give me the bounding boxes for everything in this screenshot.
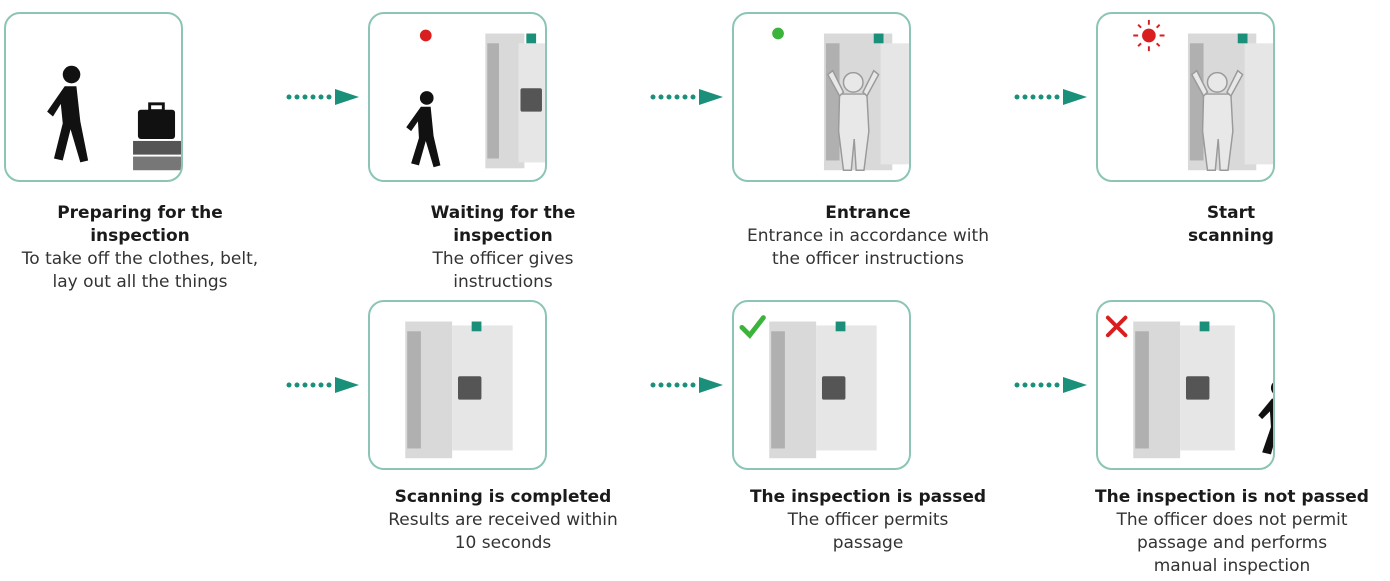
step-card-entrance xyxy=(732,12,911,182)
flow-arrow xyxy=(286,89,359,105)
step-caption-entrance: Entrance Entrance in accordance with the… xyxy=(723,202,1013,271)
step-title: The inspection is not passed xyxy=(1095,487,1369,507)
step-title: scanning xyxy=(1188,226,1274,246)
flow-arrow xyxy=(650,377,723,393)
flow-arrow xyxy=(1014,377,1087,393)
step-description: manual inspection xyxy=(1153,556,1311,576)
step-title: Scanning is completed xyxy=(394,487,612,507)
walking-person-icon xyxy=(406,91,441,168)
step-description: The officer permits xyxy=(787,510,949,530)
step-caption-passed: The inspection is passed The officer per… xyxy=(723,486,1013,555)
step-title: Entrance xyxy=(825,203,911,223)
red-light-icon xyxy=(419,29,432,42)
body-scanner-icon xyxy=(485,33,545,169)
step-description: instructions xyxy=(453,272,553,292)
step-caption-preparing: Preparing for the inspection To take off… xyxy=(0,202,285,294)
luggage-icon xyxy=(137,102,176,139)
step-description: To take off the clothes, belt, xyxy=(21,249,259,269)
step-title: Preparing for the xyxy=(57,203,223,223)
completed-illustration xyxy=(405,321,513,459)
step-card-waiting xyxy=(368,12,547,182)
person-arms-up-icon xyxy=(1190,69,1244,171)
step-caption-not-passed: The inspection is not passed The officer… xyxy=(1087,486,1377,578)
step-title: Start xyxy=(1206,203,1256,223)
body-scanner-icon xyxy=(1133,321,1235,459)
passed-illustration xyxy=(739,315,877,459)
step-caption-scanning-completed: Scanning is completed Results are receiv… xyxy=(358,486,648,555)
walking-person-icon xyxy=(47,65,89,163)
prepare-illustration xyxy=(47,65,181,171)
body-scanner-icon xyxy=(823,33,909,171)
person-arms-up-icon xyxy=(826,69,880,171)
body-scanner-icon xyxy=(405,321,513,459)
conveyor-belt-icon xyxy=(133,140,181,171)
entrance-illustration xyxy=(772,27,909,171)
step-card-start-scanning xyxy=(1096,12,1275,182)
green-light-icon xyxy=(772,27,784,40)
cross-icon xyxy=(1105,315,1128,338)
step-description: The officer does not permit xyxy=(1116,510,1348,530)
step-description: The officer gives xyxy=(432,249,574,269)
step-description: passage and performs xyxy=(1136,533,1328,553)
step-description: lay out all the things xyxy=(52,272,228,292)
step-description: 10 seconds xyxy=(454,533,552,553)
step-caption-waiting: Waiting for the inspection The officer g… xyxy=(358,202,648,294)
flow-arrow xyxy=(650,89,723,105)
step-title: inspection xyxy=(453,226,553,246)
step-description: Results are received within xyxy=(388,510,618,530)
body-scanner-icon xyxy=(769,321,877,459)
waiting-illustration xyxy=(406,29,545,169)
check-icon xyxy=(739,315,766,339)
step-description: the officer instructions xyxy=(772,249,964,269)
step-title: The inspection is passed xyxy=(749,487,987,507)
step-title: Waiting for the xyxy=(430,203,576,223)
step-description: passage xyxy=(832,533,904,553)
step-description: Entrance in accordance with xyxy=(747,226,989,246)
flow-arrow xyxy=(286,377,359,393)
step-card-scanning-completed xyxy=(368,300,547,470)
step-title: inspection xyxy=(90,226,190,246)
step-caption-start-scanning: Start scanning xyxy=(1086,202,1376,248)
scanning-illustration xyxy=(1133,19,1273,171)
walking-person-icon xyxy=(1258,382,1273,455)
flashing-red-light-icon xyxy=(1133,19,1165,52)
flow-arrow xyxy=(1014,89,1087,105)
not-passed-illustration xyxy=(1105,315,1273,459)
step-card-passed xyxy=(732,300,911,470)
step-card-preparing xyxy=(4,12,183,182)
step-card-not-passed xyxy=(1096,300,1275,470)
